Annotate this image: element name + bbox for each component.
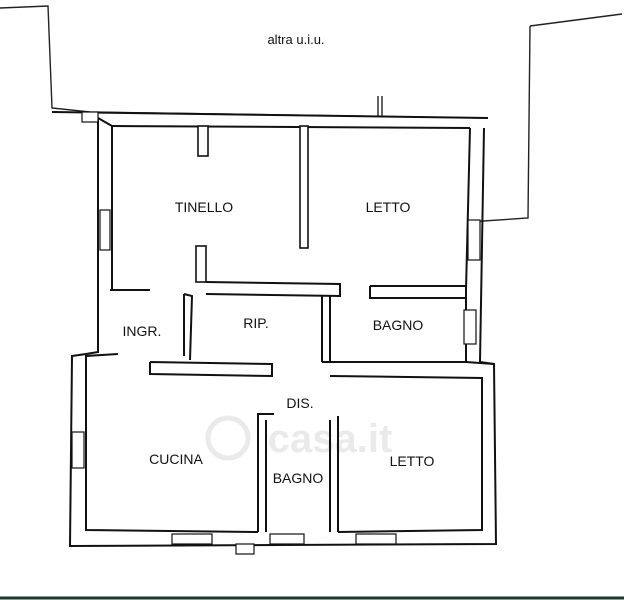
- room-labels: altra u.i.u. TINELLO LETTO INGR. RIP. BA…: [123, 32, 435, 486]
- entrance-step: [235, 543, 255, 555]
- room-label-ingresso: INGR.: [123, 323, 162, 339]
- room-label-cucina: CUCINA: [149, 451, 203, 467]
- window-cucina-bottom: [171, 533, 213, 545]
- room-label-bagno-right: BAGNO: [373, 317, 424, 333]
- room-label-disimpegno: DIS.: [286, 395, 313, 411]
- room-label-tinello: TINELLO: [175, 199, 233, 215]
- window-cucina: [71, 431, 85, 469]
- room-label-ripostiglio: RIP.: [243, 315, 268, 331]
- neighbor-label: altra u.i.u.: [267, 32, 324, 47]
- room-label-letto-top: LETTO: [366, 199, 411, 215]
- window-letto-top: [467, 219, 481, 261]
- window-bagno-right: [463, 309, 477, 345]
- watermark-logo-icon: [205, 415, 251, 461]
- room-label-bagno-center: BAGNO: [273, 470, 324, 486]
- window-tinello: [99, 209, 111, 251]
- windows: [71, 111, 481, 555]
- window-letto-bottom: [355, 533, 397, 545]
- watermark: casa.it: [205, 415, 392, 461]
- window-top-left: [81, 111, 99, 123]
- interior-walls: [112, 125, 467, 532]
- room-label-letto-bottom: LETTO: [390, 453, 435, 469]
- window-bagno-center: [269, 533, 305, 545]
